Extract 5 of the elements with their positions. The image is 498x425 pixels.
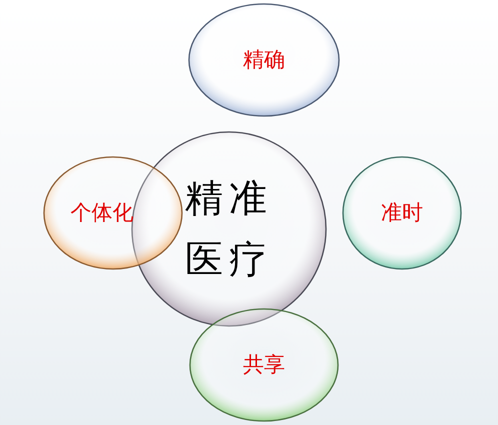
node-label: 精准医疗 (184, 175, 274, 283)
node-label: 精确 (243, 46, 285, 74)
node-label: 准时 (381, 199, 423, 226)
node-label: 共享 (243, 351, 285, 378)
node-label: 个体化 (70, 199, 134, 226)
